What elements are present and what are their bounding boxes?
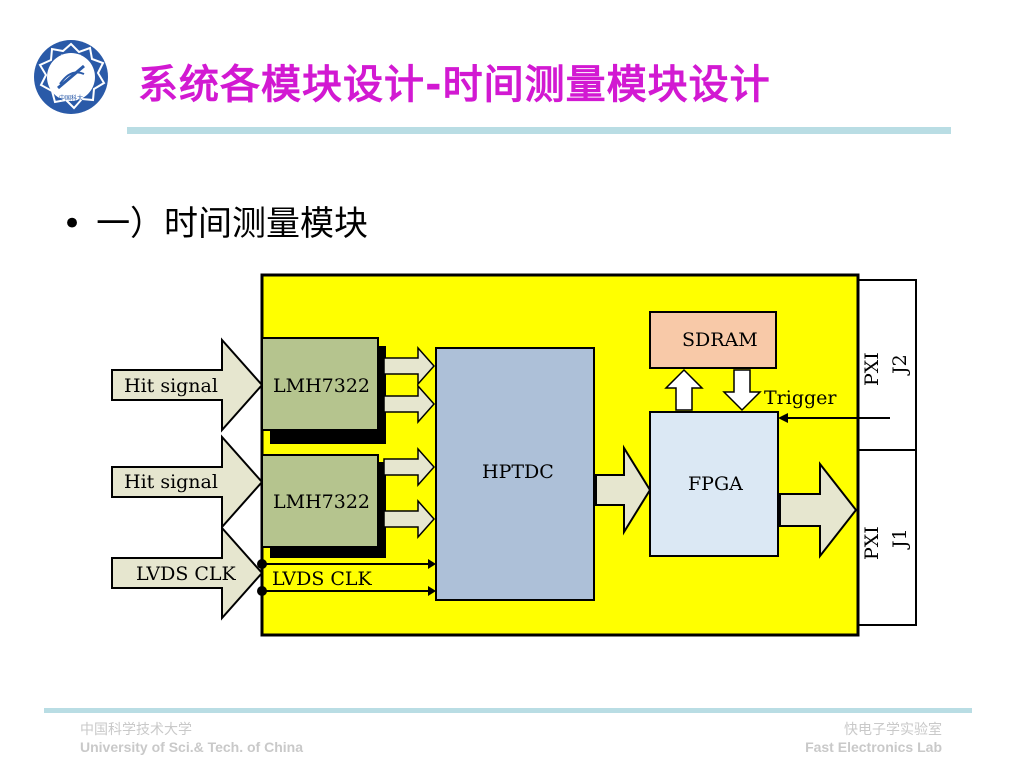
- hit-signal-arrow-1: [111, 337, 264, 433]
- trigger-arrowhead: [778, 413, 788, 423]
- lvds-clk-line-label: LVDS CLK: [272, 568, 373, 590]
- footer-lab-cn: 快电子学实验室: [844, 722, 942, 738]
- hptdc-block: [435, 347, 595, 601]
- hptdc-label: HPTDC: [482, 461, 554, 483]
- lmh2-hptdc-arrow-bottom: [383, 499, 436, 539]
- ustc-logo: USTC 中国科大: [34, 40, 108, 114]
- fpga-label: FPGA: [688, 473, 743, 495]
- pxi-j1-label-1: PXI: [861, 526, 883, 560]
- footer-lab-en: Fast Electronics Lab: [805, 739, 942, 755]
- lvds-arrowhead-2: [428, 586, 436, 596]
- lmh1-hptdc-arrow-top: [383, 346, 436, 386]
- slide-title: 系统各模块设计-时间测量模块设计: [138, 62, 771, 108]
- pxi-j2-label-2: J2: [889, 354, 911, 376]
- logo-text-top: USTC: [61, 54, 82, 62]
- sdram-to-fpga-arrow: [722, 369, 762, 412]
- lmh7322-block-1: [261, 337, 379, 431]
- lmh2-hptdc-arrow-top: [383, 447, 436, 487]
- title-divider: [127, 127, 951, 134]
- fpga-pxi-arrow: [779, 461, 858, 559]
- trigger-label: Trigger: [764, 387, 837, 409]
- logo-seal-icon: USTC 中国科大: [34, 40, 108, 114]
- hit-signal-arrow-2: [111, 434, 264, 530]
- lvds-arrowhead-1: [428, 559, 436, 569]
- fpga-to-sdram-arrow: [664, 368, 704, 411]
- logo-text-bottom: 中国科大: [59, 94, 83, 102]
- footer-divider: [44, 708, 972, 713]
- bullet-text: 一）时间测量模块: [96, 204, 369, 244]
- bullet-dot: •: [62, 204, 83, 244]
- fpga-block: [649, 411, 779, 557]
- bullet-item: • 一）时间测量模块: [62, 196, 368, 245]
- lvds-clk-arrow: [111, 525, 264, 621]
- lmh7322-block-2: [261, 454, 379, 548]
- hit-signal-label-2: Hit signal: [124, 471, 218, 493]
- hptdc-fpga-arrow: [595, 444, 652, 536]
- lvds-clk-label-in: LVDS CLK: [136, 563, 237, 585]
- hit-signal-label-1: Hit signal: [124, 375, 218, 397]
- sdram-block: [649, 311, 777, 369]
- footer-university-en: University of Sci.& Tech. of China: [80, 739, 304, 755]
- footer-university-cn: 中国科学技术大学: [80, 722, 192, 738]
- lmh7322-label-1: LMH7322: [273, 375, 370, 397]
- pxi-j2-label-1: PXI: [861, 352, 883, 386]
- pxi-j1-label-2: J1: [889, 528, 911, 550]
- lmh1-hptdc-arrow-bottom: [383, 384, 436, 424]
- sdram-label: SDRAM: [682, 329, 758, 351]
- lmh7322-label-2: LMH7322: [273, 491, 370, 513]
